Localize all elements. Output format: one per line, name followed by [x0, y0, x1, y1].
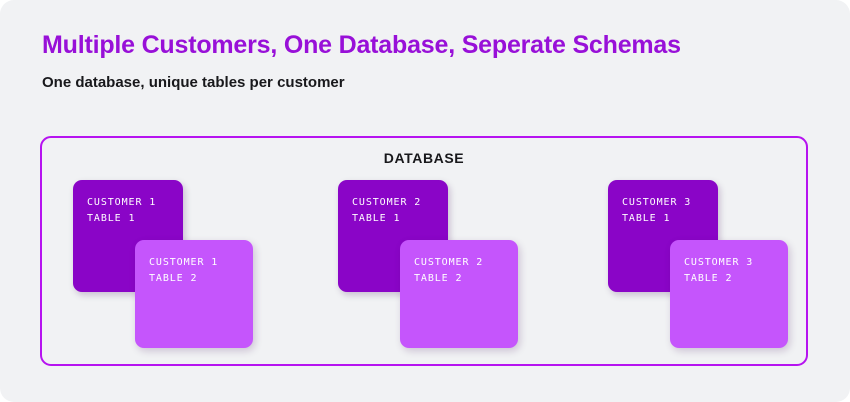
customer-group-1: CUSTOMER 1 TABLE 1 CUSTOMER 1 TABLE 2	[73, 180, 285, 360]
table-box-customer-1-table-1[interactable]: CUSTOMER 1 TABLE 1	[73, 180, 183, 292]
page-subtitle: One database, unique tables per customer	[42, 74, 345, 92]
table-box-line-1: CUSTOMER 2	[352, 197, 422, 208]
table-box-line-1: CUSTOMER 3	[684, 257, 754, 268]
table-box-line-2: TABLE 2	[414, 273, 463, 284]
table-box-line-2: TABLE 1	[87, 213, 136, 224]
table-box-line-2: TABLE 2	[684, 273, 733, 284]
table-box-line-1: CUSTOMER 2	[414, 257, 484, 268]
table-box-line-2: TABLE 1	[622, 213, 671, 224]
customer-group-3: CUSTOMER 3 TABLE 1 CUSTOMER 3 TABLE 2	[608, 180, 820, 360]
customer-group-2: CUSTOMER 2 TABLE 1 CUSTOMER 2 TABLE 2	[338, 180, 550, 360]
database-label: DATABASE	[383, 150, 465, 166]
table-box-customer-3-table-2[interactable]: CUSTOMER 3 TABLE 2	[670, 240, 788, 348]
page-title: Multiple Customers, One Database, Sepera…	[42, 31, 681, 59]
table-box-line-2: TABLE 2	[149, 273, 198, 284]
table-box-line-1: CUSTOMER 3	[622, 197, 692, 208]
header: Multiple Customers, One Database, Sepera…	[42, 30, 812, 93]
table-box-customer-1-table-2[interactable]: CUSTOMER 1 TABLE 2	[135, 240, 253, 348]
table-box-customer-2-table-2[interactable]: CUSTOMER 2 TABLE 2	[400, 240, 518, 348]
database-container: DATABASE CUSTOMER 1 TABLE 1 CUSTOMER 1 T…	[40, 136, 808, 366]
table-box-line-1: CUSTOMER 1	[87, 197, 157, 208]
table-box-line-2: TABLE 1	[352, 213, 401, 224]
table-box-line-1: CUSTOMER 1	[149, 257, 219, 268]
